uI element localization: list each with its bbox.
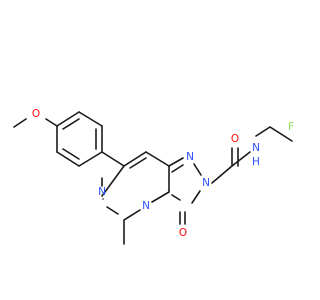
- molecule-canvas: O N N N N O O N H F: [13, 108, 295, 245]
- bond: [101, 165, 125, 197]
- bond: [191, 190, 201, 204]
- bond: [193, 163, 202, 176]
- bond: [269, 126, 293, 142]
- bond: [231, 151, 251, 167]
- bond: [56, 111, 80, 127]
- bond: [145, 151, 170, 167]
- bond: [123, 209, 141, 221]
- methoxy-oxygen-label: O: [32, 108, 40, 120]
- bond: [78, 111, 103, 127]
- amide-nitrogen-label: N: [252, 142, 260, 154]
- amide-oxygen-label: O: [231, 133, 239, 145]
- bond: [56, 151, 80, 167]
- molecule-structure: O N N N N O O N H F: [13, 108, 294, 245]
- bond-layer: [13, 111, 293, 245]
- bond: [255, 126, 271, 137]
- pyrimidine-nitrogen-label: N: [98, 186, 106, 198]
- bond: [168, 157, 184, 167]
- bond: [129, 157, 147, 169]
- fluorine-label: F: [288, 121, 294, 133]
- bond: [62, 148, 80, 160]
- ring-carbonyl-oxygen-label: O: [179, 227, 187, 239]
- bond: [45, 118, 58, 127]
- bond: [13, 118, 27, 128]
- bond: [211, 165, 233, 184]
- bridgehead-nitrogen-label: N: [142, 200, 150, 212]
- bond: [171, 194, 181, 201]
- atom-label-layer: O N N N N O O N H F: [32, 108, 294, 239]
- bond: [171, 164, 184, 173]
- bond: [151, 191, 170, 203]
- triazole-nitrogen-substituted-label: N: [202, 177, 210, 189]
- bond: [123, 151, 147, 167]
- triazole-nitrogen-top-label: N: [186, 151, 194, 163]
- bond: [101, 151, 125, 167]
- bond: [62, 118, 80, 130]
- bond: [106, 206, 119, 215]
- bond: [78, 151, 103, 167]
- amide-hydrogen-label: H: [252, 156, 260, 168]
